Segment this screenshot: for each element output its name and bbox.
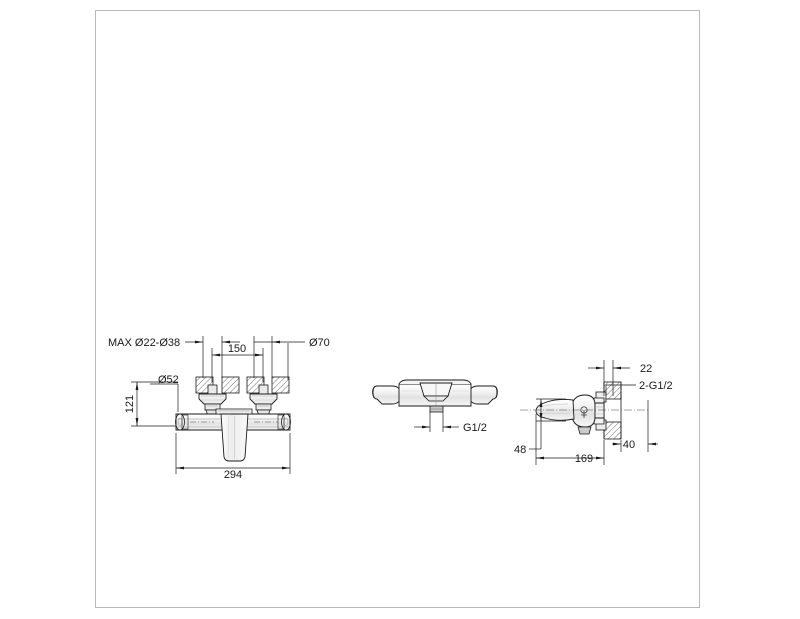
label-body-dia: Ø52	[158, 374, 179, 386]
dim-inlet-threads: 2-G1/2	[605, 380, 673, 395]
label-inlet-threads: 2-G1/2	[639, 380, 673, 392]
side-elevation-view: 22 2-G1/2 48 169 40	[514, 360, 673, 465]
front-elevation-view: MAX Ø22-Ø38 Ø70 150 Ø52 121	[108, 336, 330, 481]
label-outlet-thread: G1/2	[463, 422, 487, 434]
right-inlet-union	[249, 384, 278, 417]
top-plan-view: G1/2	[372, 379, 498, 434]
dim-inlet-projection: 22	[588, 360, 652, 396]
side-wall-hatch	[603, 381, 622, 440]
dim-overall-width: 294	[175, 433, 291, 481]
spout-front	[220, 413, 249, 462]
label-center-distance: 150	[228, 343, 246, 355]
dim-max-inlet: MAX Ø22-Ø38	[108, 337, 240, 349]
mixer-body-top	[372, 379, 498, 413]
dim-outlet-thread: G1/2	[414, 412, 487, 434]
dim-spout-projection: 169	[535, 414, 605, 465]
mixer-body-side	[535, 394, 605, 435]
dim-height-121: 121	[124, 381, 178, 427]
label-spout-projection: 169	[575, 453, 593, 465]
dim-spout-height: 48	[514, 398, 566, 456]
dim-escutcheon-dia: Ø70	[254, 337, 330, 349]
label-spout-height: 48	[514, 444, 526, 456]
label-wall-offset: 40	[623, 439, 635, 451]
label-height-121: 121	[124, 395, 136, 413]
label-max-inlet: MAX Ø22-Ø38	[108, 337, 180, 349]
label-inlet-projection: 22	[640, 363, 652, 375]
dim-center-distance: 150	[212, 343, 263, 357]
dim-wall-offset: 40	[612, 400, 658, 452]
label-escutcheon-dia: Ø70	[309, 337, 330, 349]
drawing-sheet-frame	[95, 10, 700, 608]
label-overall-width: 294	[224, 469, 242, 481]
dim-body-dia: Ø52	[150, 374, 179, 412]
